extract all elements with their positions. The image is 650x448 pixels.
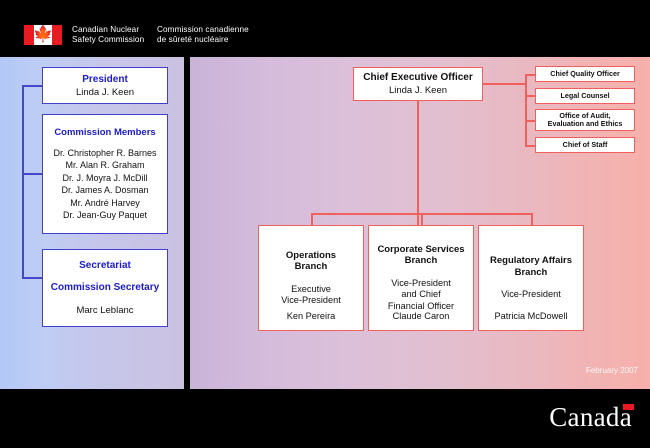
- connector-to-branch: [531, 213, 533, 225]
- branch-box[interactable]: Corporate Services Branch Vice-President…: [368, 225, 474, 331]
- connector-advisory-spine: [525, 74, 527, 145]
- branch-role: Executive Vice-President: [281, 283, 341, 306]
- commission-members-title: Commission Members: [54, 126, 156, 138]
- org-name-english: Canadian Nuclear Safety Commission: [72, 25, 145, 45]
- canada-wordmark: Canada: [549, 402, 634, 433]
- member-name: Mr. Alan R. Graham: [65, 160, 145, 170]
- branch-role: Vice-President: [501, 289, 561, 300]
- member-name: Mr. André Harvey: [70, 197, 140, 208]
- branch-title: Regulatory Affairs Branch: [490, 255, 572, 278]
- member-name: Dr. Christopher R. Barnes: [53, 147, 157, 158]
- member-name: Dr. James A. Dosman: [61, 185, 149, 195]
- advisory-box[interactable]: Legal Counsel: [535, 88, 635, 104]
- ceo-box[interactable]: Chief Executive Officer Linda J. Keen: [353, 67, 483, 101]
- advisory-box[interactable]: Chief of Staff: [535, 137, 635, 153]
- branch-box[interactable]: Regulatory Affairs Branch Vice-President…: [478, 225, 584, 331]
- connector-to-president: [22, 85, 42, 87]
- commission-panel: President Linda J. Keen Commission Membe…: [0, 57, 184, 389]
- page-header: 🍁 Canadian Nuclear Safety Commission Com…: [0, 0, 650, 57]
- connector-to-branch: [311, 213, 313, 225]
- commission-secretary-label: Commission Secretary: [50, 282, 160, 293]
- commission-secretary-name: Marc Leblanc: [76, 305, 134, 316]
- member-name: Dr. Jean-Guy Paquet: [62, 210, 148, 220]
- member-name: Dr. J. Moyra J. McDill: [62, 172, 148, 183]
- ceo-name: Linda J. Keen: [388, 85, 448, 96]
- page-footer: Canada: [0, 393, 650, 448]
- org-name-french: Commission canadienne de sûreté nucléair…: [157, 25, 249, 45]
- date-stamp: February 2007: [585, 366, 638, 375]
- connector-advisory-stub: [525, 74, 535, 76]
- connector-advisory-stub: [525, 145, 535, 147]
- branch-person-name: Patricia McDowell: [494, 311, 568, 321]
- connector-to-members: [22, 173, 42, 175]
- advisory-box[interactable]: Chief Quality Officer: [535, 66, 635, 82]
- president-name: Linda J. Keen: [75, 86, 135, 98]
- executive-panel: Chief Executive Officer Linda J. Keen Ch…: [190, 57, 650, 389]
- advisory-box[interactable]: Office of Audit, Evaluation and Ethics: [535, 109, 635, 131]
- connector-ceo-to-advisory: [483, 83, 526, 85]
- commission-members-box[interactable]: Commission Members Dr. Christopher R. Ba…: [42, 114, 168, 234]
- connector-advisory-stub: [525, 120, 535, 122]
- connector-advisory-stub: [525, 95, 535, 97]
- connector-vertical-left: [22, 85, 24, 277]
- connector-to-branch: [421, 213, 423, 225]
- branch-title: Operations Branch: [285, 249, 337, 273]
- canada-flag-icon: [623, 404, 634, 410]
- president-box[interactable]: President Linda J. Keen: [42, 67, 168, 104]
- canada-wordmark-text: Canada: [549, 402, 632, 432]
- branch-person-name: Ken Pereira: [286, 311, 336, 321]
- branch-role: Vice-President and Chief Financial Offic…: [387, 277, 455, 311]
- secretariat-box[interactable]: Secretariat Commission Secretary Marc Le…: [42, 249, 168, 327]
- ceo-title: Chief Executive Officer: [363, 72, 473, 83]
- connector-to-secretariat: [22, 277, 42, 279]
- branch-title: Corporate Services Branch: [377, 243, 465, 267]
- canada-flag-icon: 🍁: [24, 25, 62, 45]
- branch-box[interactable]: Operations Branch Executive Vice-Preside…: [258, 225, 364, 331]
- secretariat-title: Secretariat: [79, 260, 131, 271]
- connector-ceo-down: [417, 101, 419, 225]
- president-title: President: [82, 73, 128, 85]
- branch-person-name: Claude Caron: [392, 311, 450, 321]
